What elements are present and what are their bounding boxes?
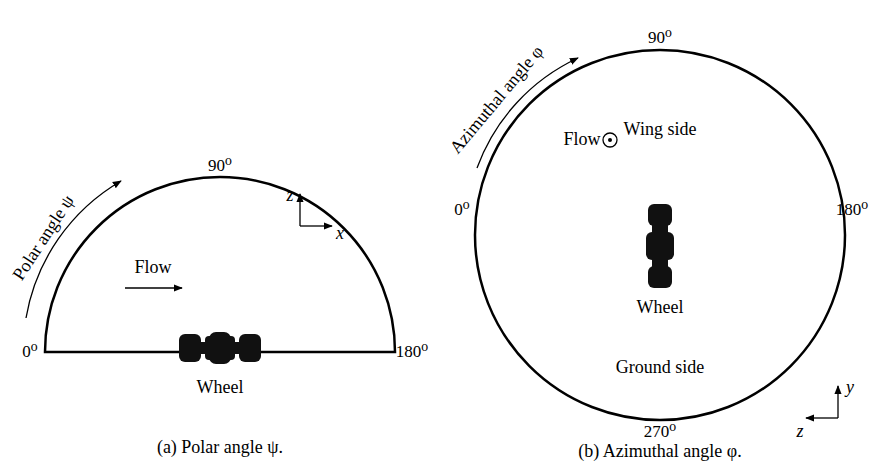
angle-tick: 0⁰ — [454, 201, 469, 220]
subfigure-caption: (b) Azimuthal angle φ. — [578, 442, 741, 462]
axis-label: z — [796, 422, 803, 442]
angle-label: Polar angle ψ — [9, 192, 79, 284]
axis-label: z — [286, 186, 293, 206]
angle-tick: 0⁰ — [22, 343, 37, 362]
y-axis — [837, 386, 838, 418]
wheel-front-view — [646, 204, 674, 288]
axis-label: x — [336, 224, 344, 244]
part-name: Wheel — [197, 378, 244, 398]
angle-tick: 180⁰ — [836, 201, 868, 220]
flow-arrow — [125, 287, 182, 288]
flow-out-symbol — [603, 133, 617, 147]
angle-tick: 90⁰ — [208, 157, 232, 176]
region-label: Ground side — [616, 358, 705, 378]
angle-tick: 180⁰ — [396, 343, 428, 362]
azimuthal-circle — [475, 50, 845, 420]
flow-label: Flow — [563, 130, 600, 150]
wheel-side-view — [179, 332, 261, 364]
flow-label: Flow — [134, 258, 171, 278]
axis-label: y — [846, 378, 854, 398]
part-name: Wheel — [637, 298, 684, 318]
z-axis — [299, 194, 300, 226]
x-axis — [300, 225, 332, 226]
subfigure-caption: (a) Polar angle ψ. — [157, 438, 283, 458]
z-axis — [806, 417, 838, 418]
polar-semicircle — [45, 177, 395, 352]
region-label: Wing side — [624, 120, 697, 140]
angle-tick: 270⁰ — [644, 423, 676, 442]
angle-tick: 90⁰ — [648, 29, 672, 48]
